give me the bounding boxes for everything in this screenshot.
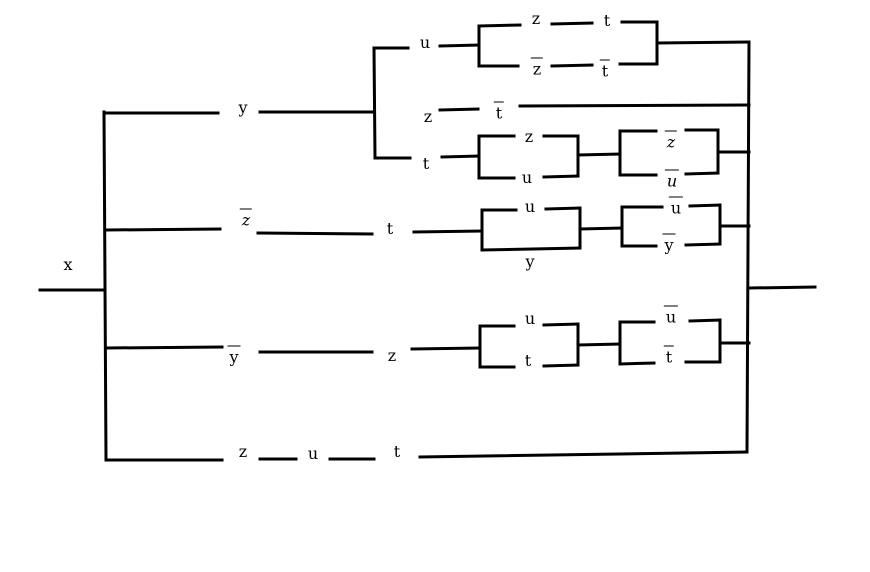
- contact-y-bar: y: [227, 345, 241, 367]
- contact-u: u: [307, 444, 319, 463]
- contact-z-bar: z: [530, 57, 544, 79]
- contact-z: z: [238, 442, 248, 461]
- contact-z: z: [524, 127, 534, 146]
- contact-t-bar: t: [663, 345, 675, 367]
- contact-t: t: [393, 442, 401, 461]
- contact-t: t: [422, 154, 430, 173]
- contact-z-bar: z: [664, 130, 678, 152]
- contact-u-bar: u: [663, 305, 679, 327]
- contact-y: y: [238, 98, 248, 117]
- contact-z-bar: z: [239, 208, 253, 230]
- contact-u: u: [521, 168, 533, 187]
- input-label: x: [63, 255, 73, 274]
- contact-z: z: [423, 107, 433, 126]
- contact-u-bar: u: [664, 169, 680, 191]
- contact-u: u: [524, 309, 536, 328]
- contact-t: t: [603, 11, 611, 30]
- contact-z: z: [387, 346, 397, 365]
- contact-t: t: [524, 351, 532, 370]
- contact-t: t: [386, 219, 394, 238]
- contact-y: y: [525, 252, 535, 271]
- contact-u: u: [419, 33, 431, 52]
- contact-u-bar: u: [668, 196, 684, 218]
- contact-t-bar: t: [493, 101, 505, 123]
- contact-u: u: [524, 197, 536, 216]
- contact-z: z: [531, 9, 541, 28]
- contact-t-bar: t: [599, 59, 611, 81]
- contact-y-bar: y: [662, 233, 676, 255]
